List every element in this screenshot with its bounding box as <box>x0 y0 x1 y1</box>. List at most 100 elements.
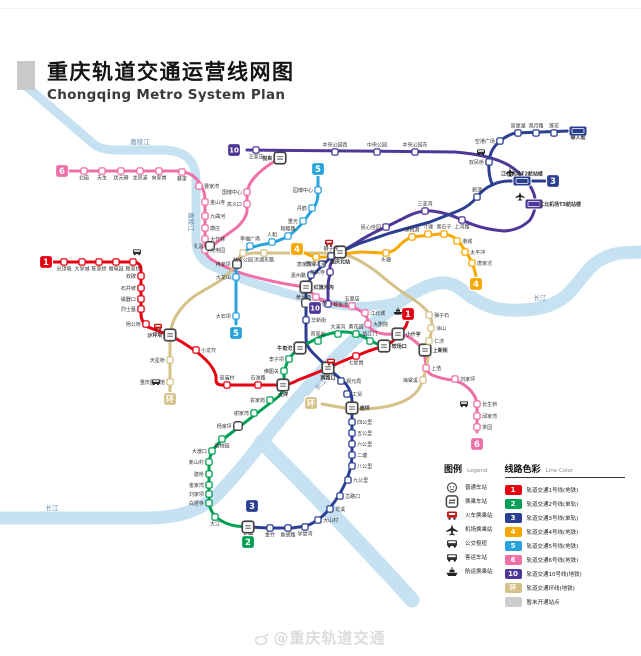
line-3b-path <box>487 129 570 186</box>
station-label-尖顶坡: 尖顶坡 <box>56 266 71 273</box>
station-label-李子坝: 李子坝 <box>269 356 284 363</box>
train-icon <box>325 239 333 247</box>
station-label-大学城: 大学城 <box>74 266 89 273</box>
station-label-华新街: 华新街 <box>311 317 326 324</box>
line-color-item-4: 4 轨道交通4号线(地铁) <box>504 525 625 539</box>
line-3-badge: 3 <box>244 498 260 514</box>
station-嘉州路 <box>307 271 315 279</box>
station-二塘 <box>348 451 356 459</box>
station-label-工贸: 工贸 <box>352 391 362 398</box>
yangtze-bend <box>254 434 420 608</box>
station-label-五里店: 五里店 <box>344 295 359 302</box>
station-谢家湾 <box>250 409 258 417</box>
legend-item-ship: 航运换乘站 <box>444 564 493 578</box>
station-港城 <box>453 237 461 245</box>
station-洪湖东路 <box>260 249 268 257</box>
station-label-民安大道: 民安大道 <box>306 261 326 268</box>
station-动物园 <box>218 435 226 443</box>
station-label-大剧院: 大剧院 <box>373 321 388 328</box>
station-label-冉家坝: 冉家坝 <box>216 261 231 268</box>
title-block: 重庆轨道交通运营线网图 Chongqing Metro System Plan <box>47 56 295 103</box>
line-color-label: 轨道交通3号线(单轨) <box>526 516 579 522</box>
station-红旗河沟 <box>299 280 313 294</box>
bus-icon <box>447 539 457 548</box>
svg-text:4: 4 <box>294 245 300 255</box>
station-label-王家庄: 王家庄 <box>248 154 263 161</box>
bus-icon <box>152 379 160 386</box>
station-label-佛图关: 佛图关 <box>264 368 279 375</box>
legend-item-label: 换乘车站 <box>465 499 488 505</box>
station-label-举人坝: 举人坝 <box>569 135 585 142</box>
station-举人坝 <box>568 125 588 137</box>
station-label-新山村: 新山村 <box>189 459 204 466</box>
station-label-陈家桥: 陈家桥 <box>91 266 106 273</box>
legend-item-label: 普通车站 <box>465 485 488 491</box>
station-丹鹤 <box>308 204 316 212</box>
station-赖家桥 <box>129 258 137 266</box>
station-尖顶坡 <box>60 258 68 266</box>
station-陈家桥 <box>95 258 103 266</box>
station-金山寺 <box>201 198 209 206</box>
station-label-康庄: 康庄 <box>210 225 220 232</box>
station-动步公园 <box>239 249 247 257</box>
station-大江 <box>211 513 219 521</box>
svg-text:10: 10 <box>310 305 320 313</box>
legend-panel: 图例 Legend 普通车站换乘车站火车换乘站机场换乘站公交枢纽客运车站航运换乘… <box>444 462 625 609</box>
legend-header: 图例 Legend <box>444 465 488 475</box>
line-5-badge: 5 <box>228 325 244 341</box>
svg-text:3: 3 <box>550 177 556 187</box>
station-label-红旗河沟: 红旗河沟 <box>314 284 334 291</box>
line-color-label: 轨道交通4号线(地铁) <box>526 530 579 536</box>
line-3-badge: 3 <box>545 173 561 189</box>
station-幸福广场 <box>246 242 254 250</box>
station-五里店 <box>348 302 356 310</box>
station-label-二塘: 二塘 <box>357 452 367 459</box>
legend-symbols-column: 图例 Legend 普通车站换乘车站火车换乘站机场换乘站公交枢纽客运车站航运换乘… <box>444 462 493 609</box>
station-江北城 <box>361 309 369 317</box>
station-label-曾家岩: 曾家岩 <box>310 330 325 337</box>
station-和睦路 <box>284 232 292 240</box>
station-黄泥塝 <box>312 293 320 301</box>
station-label-龙头寺: 龙头寺 <box>310 269 325 276</box>
station-label-黑石子: 黑石子 <box>436 223 451 230</box>
station-刘家坝 <box>205 490 213 498</box>
station-icon <box>446 481 458 493</box>
station-大坪 <box>276 378 290 392</box>
station-label-黄花园: 黄花园 <box>348 323 363 330</box>
station-label-铜元局: 铜元局 <box>346 378 361 385</box>
transfer-icon <box>445 494 459 508</box>
station-label-牛角沱: 牛角沱 <box>277 345 292 352</box>
station-label-国博中心: 国博中心 <box>222 189 242 196</box>
line-6-badge: 6 <box>469 436 485 452</box>
line-color-chip: 4 <box>504 527 522 537</box>
station-中央公园东 <box>411 148 419 156</box>
station-label-袁家岗: 袁家岗 <box>250 397 265 404</box>
legend-item-label: 客运车站 <box>465 555 488 561</box>
station-label-金家湾: 金家湾 <box>189 482 204 489</box>
line-1-badge: 1 <box>38 254 54 270</box>
station-石油路 <box>254 381 262 389</box>
station-label-状元碑: 状元碑 <box>113 175 128 182</box>
station-九公里 <box>344 476 352 484</box>
station-茶园 <box>473 423 481 431</box>
line-6b-path <box>209 156 284 249</box>
station-label-大竹林: 大竹林 <box>210 236 225 243</box>
station-label-中央公园西: 中央公园西 <box>322 141 347 148</box>
station-label-太平冲: 太平冲 <box>470 249 485 256</box>
station-label-江北机场T2航站楼: 江北机场T2航站楼 <box>501 170 543 177</box>
station-杨公桥 <box>142 320 150 328</box>
line-4-badge: 4 <box>468 276 484 292</box>
line-color-label: 轨道交通10号线(地铁) <box>526 572 582 578</box>
svg-text:环: 环 <box>307 399 316 409</box>
station-海棠溪 <box>419 376 427 384</box>
station-label-石油路: 石油路 <box>250 374 265 381</box>
station-label-九曲河: 九曲河 <box>210 213 225 220</box>
station-label-鱼胡路: 鱼胡路 <box>280 532 295 539</box>
station-佛图关 <box>280 367 288 375</box>
station-小什字 <box>391 327 405 341</box>
station-label-空港广场: 空港广场 <box>475 138 495 145</box>
station-label-海棠溪: 海棠溪 <box>403 377 418 384</box>
line-loop-badge: 环 <box>162 391 178 407</box>
